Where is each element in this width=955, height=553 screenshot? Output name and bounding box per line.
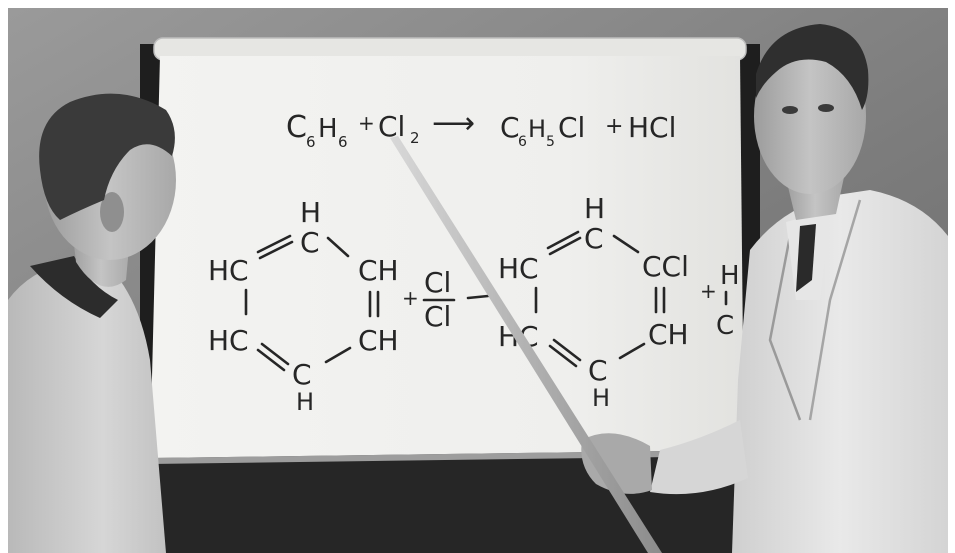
- benzene-right-double-bond-bottom: [548, 338, 582, 368]
- benzene-right: H C HC CCl HC CH C H: [498, 192, 689, 412]
- teacher-eye-left: [782, 106, 798, 114]
- student-ear: [100, 192, 124, 232]
- student-hair: [39, 93, 175, 220]
- benzene-right-ccl-upper: CCl: [642, 250, 689, 283]
- equation-reactant-1-sub-2: 6: [338, 133, 348, 151]
- benzene-left-bond-bottom-right: [324, 346, 352, 364]
- hcl-partial-plus: +: [700, 279, 717, 303]
- equation-reactant-1-h: H: [318, 114, 338, 144]
- chlorine-cl-bottom: Cl: [424, 300, 451, 333]
- benzene-right-bond-top-right: [612, 234, 640, 254]
- student-collar: [30, 256, 118, 318]
- teacher-eye-right: [818, 104, 834, 112]
- benzene-right-double-bond-right: [654, 286, 666, 314]
- equation-product-1-c: C: [500, 111, 520, 144]
- chlorine-plus: +: [402, 286, 419, 310]
- chlorine-reagent: + Cl Cl: [402, 266, 490, 333]
- student-figure: [8, 93, 176, 553]
- benzene-right-ch-lower: CH: [648, 318, 689, 351]
- teacher-tie: [796, 224, 816, 292]
- benzene-left: H C HC CH HC CH C H: [208, 196, 399, 416]
- benzene-left-double-bond-bottom: [256, 342, 290, 372]
- teacher-hand: [581, 433, 652, 494]
- benzene-left-top-h: H: [300, 196, 321, 229]
- teacher-sleeve: [650, 420, 748, 495]
- benzene-left-bond-top-right: [326, 236, 350, 258]
- benzene-right-top-c: C: [584, 222, 604, 255]
- benzene-left-bottom-c: C: [292, 358, 312, 391]
- benzene-right-bottom-c: C: [588, 354, 608, 387]
- equation-reactant-2-sub: 2: [410, 129, 420, 147]
- benzene-left-double-bond-right: [368, 290, 380, 318]
- teacher-head: [754, 38, 866, 194]
- equation-plus-2: +: [605, 114, 623, 139]
- equation-plus-1: +: [358, 111, 375, 135]
- teacher-lapel-right: [808, 199, 862, 421]
- benzene-left-hc-upper: HC: [208, 254, 249, 287]
- teacher-lapel-left: [768, 235, 802, 421]
- benzene-right-double-bond-top: [546, 230, 582, 256]
- benzene-right-bond-bottom-right: [618, 342, 646, 360]
- hcl-partial-h: H: [720, 261, 740, 291]
- flip-chart-paper: [150, 56, 744, 458]
- equation-reactant-1-sub-1: 6: [306, 133, 316, 151]
- student-sweater: [8, 262, 166, 553]
- easel-lower-board: [136, 452, 756, 553]
- equation-reactant-1: C: [286, 110, 307, 145]
- equation-product-1-cl: Cl: [558, 111, 585, 144]
- benzene-left-bottom-h: H: [296, 388, 314, 416]
- equation-product-2: HCl: [628, 111, 676, 144]
- benzene-right-bottom-h: H: [592, 384, 610, 412]
- hcl-partial: + H C: [700, 261, 740, 341]
- benzene-right-hc-upper: HC: [498, 252, 539, 285]
- equation-reactant-2: Cl: [378, 110, 405, 143]
- benzene-left-ch-upper: CH: [358, 254, 399, 287]
- hcl-partial-c: C: [716, 311, 734, 341]
- equation-product-1-sub-2: 5: [546, 134, 555, 150]
- equation-product-1-sub-1: 6: [518, 134, 527, 150]
- benzene-left-ch-lower: CH: [358, 324, 399, 357]
- benzene-right-top-h: H: [584, 192, 605, 225]
- teacher-lab-coat: [732, 190, 948, 553]
- equation-product-1-h: H: [528, 115, 546, 143]
- benzene-left-hc-lower: HC: [208, 324, 249, 357]
- pointer-stick: [390, 136, 662, 553]
- chlorine-arrow-stub: [466, 294, 490, 300]
- chlorine-cl-top: Cl: [424, 266, 451, 299]
- equation-line: C 6 H 6 + Cl 2 ⟶ C 6 H 5 Cl + HCl: [286, 106, 676, 151]
- equation-arrow: ⟶: [432, 106, 475, 141]
- teacher-hair: [756, 24, 869, 110]
- benzene-left-double-bond-top: [256, 234, 294, 260]
- benzene-left-top-c: C: [300, 226, 320, 259]
- teacher-figure: [581, 24, 948, 553]
